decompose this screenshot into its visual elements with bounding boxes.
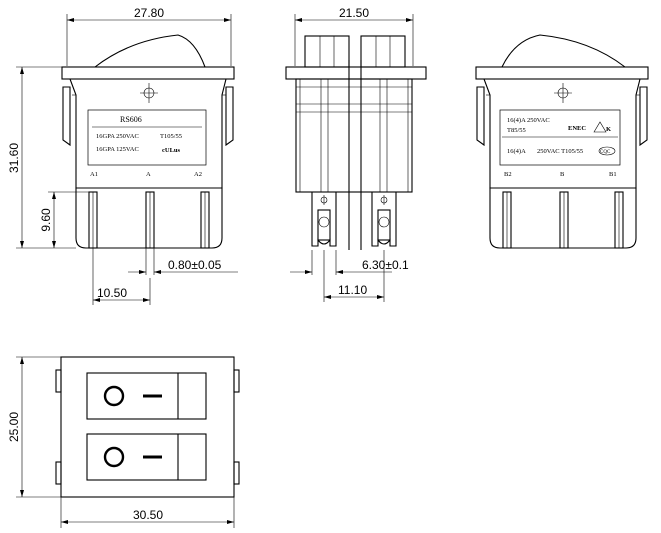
top-height-dim: 25.00: [7, 412, 21, 442]
front-rating-2: 16GPA 125VAC: [96, 146, 139, 153]
terminal-height-dim: 9.60: [39, 208, 53, 232]
back-rating-1: 16(4)A 250VAC: [507, 117, 550, 124]
back-cert-enec: ENEC: [568, 125, 586, 132]
front-width-dim: 27.80: [134, 6, 164, 20]
back-pin-b: B: [560, 171, 565, 178]
front-cert-mark: cULus: [162, 147, 181, 154]
terminal-thickness-dim: 0.80±0.05: [168, 258, 222, 272]
front-pin-a1: A1: [90, 171, 98, 178]
svg-text:K: K: [606, 126, 611, 133]
front-model-text: RS606: [120, 115, 142, 124]
front-pin-a: A: [146, 171, 151, 178]
back-cert-cqc: CQC: [600, 150, 611, 155]
front-rating-1: 16GPA 250VAC: [96, 133, 139, 140]
back-rating-2: 16(4)A: [507, 148, 526, 155]
terminal-pitch-dim: 10.50: [97, 286, 127, 300]
back-rating-3: 250VAC T105/55: [537, 148, 583, 155]
front-pin-a2: A2: [194, 171, 202, 178]
back-view: 16(4)A 250VAC T85/55 ENEC K 16(4)A 250VA…: [475, 34, 649, 249]
height-dim: 31.60: [7, 143, 21, 173]
side-width-dim: 21.50: [339, 6, 369, 20]
back-temp-1: T85/55: [507, 127, 526, 134]
side-pitch-dim: 11.10: [338, 283, 367, 297]
top-width-dim: 30.50: [133, 508, 163, 522]
front-temp-1: T105/55: [160, 133, 182, 140]
top-view: 25.00 30.50: [7, 356, 240, 528]
back-pin-b1: B1: [609, 171, 617, 178]
terminal-width-dim: 6.30±0.1: [362, 258, 409, 272]
side-view: 21.50: [285, 6, 427, 302]
front-view: 27.80 RS606 16GPA 250VAC T105/55 16GPA 1…: [7, 6, 238, 305]
back-pin-b2: B2: [504, 171, 512, 178]
